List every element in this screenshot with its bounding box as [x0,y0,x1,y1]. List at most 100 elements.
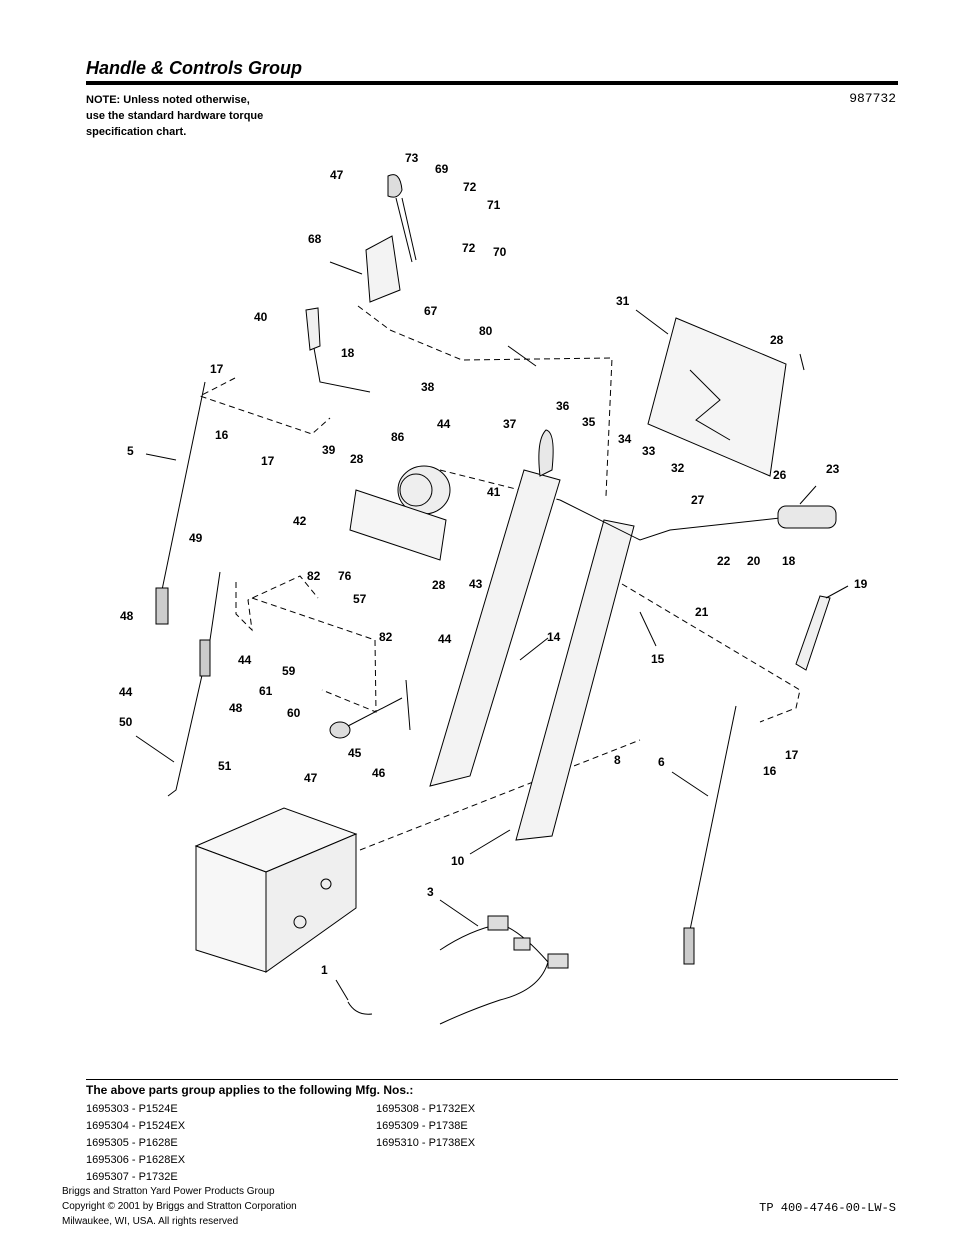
mfg-item: 1695310 - P1738EX [376,1137,476,1149]
callout: 40 [254,310,268,324]
page-title: Handle & Controls Group [86,58,302,78]
mfg-item: 1695307 - P1732E [86,1171,178,1183]
callout: 47 [330,168,344,182]
linkage-rod [167,571,221,797]
leader-lines [135,261,849,1001]
callout: 8 [614,753,621,767]
console-cover [647,317,787,477]
callout: 71 [487,198,501,212]
mfg-item: 1695306 - P1628EX [86,1154,186,1166]
mfg-list-col1: 1695303 - P1524E 1695304 - P1524EX 16953… [86,1101,185,1186]
callout: 41 [487,485,501,499]
callout: 67 [424,304,438,318]
callout: 45 [348,746,362,760]
callout: 1 [321,963,328,977]
callout: 50 [119,715,133,729]
shift-lever [365,174,417,303]
torque-note: NOTE: Unless noted otherwise, use the st… [86,92,346,140]
callout: 28 [432,578,446,592]
callout: 80 [479,324,493,338]
callout: 82 [307,569,321,583]
control-rod [155,381,206,625]
footer-rule [86,1079,898,1080]
callout: 39 [322,443,336,457]
drive-lever [795,595,831,671]
cable [683,705,737,965]
note-line: NOTE: Unless noted otherwise, [86,94,250,106]
callout: 44 [238,653,252,667]
mfg-item: 1695303 - P1524E [86,1103,178,1115]
handle-frame [429,429,837,841]
callout: 35 [582,415,596,429]
callout: 28 [770,333,784,347]
dash-panel [349,489,447,561]
callout: 18 [782,554,796,568]
callout: 86 [391,430,405,444]
callout: 15 [651,652,665,666]
callout: 57 [353,592,367,606]
shift-rod [329,679,411,739]
callout: 21 [695,605,709,619]
callout: 19 [854,577,868,591]
copyright-line: Copyright © 2001 by Briggs and Stratton … [62,1201,297,1212]
callout: 31 [616,294,630,308]
callout: 3 [427,885,434,899]
callout: 28 [350,452,364,466]
callout: 38 [421,380,435,394]
housing [194,807,358,973]
callout: 36 [556,399,570,413]
callout: 69 [435,162,449,176]
callout: 73 [405,151,419,165]
copyright-line: Briggs and Stratton Yard Power Products … [62,1186,275,1197]
callout-labels: 47 73 69 72 71 68 72 70 67 40 18 80 31 2… [119,151,868,977]
callout: 17 [785,748,799,762]
callout: 14 [547,630,561,644]
copyright-line: Milwaukee, WI, USA. All rights reserved [62,1216,239,1227]
mfg-item: 1695309 - P1738E [376,1120,468,1132]
callout: 70 [493,245,507,259]
callout: 44 [438,632,452,646]
callout: 37 [503,417,517,431]
handle-lever [305,307,371,393]
callout: 6 [658,755,665,769]
callout: 10 [451,854,465,868]
note-line: specification chart. [86,126,187,138]
note-line: use the standard hardware torque [86,110,264,122]
callout: 44 [119,685,133,699]
callout: 76 [338,569,352,583]
callout: 26 [773,468,787,482]
callout: 17 [261,454,275,468]
callout: 72 [463,180,477,194]
callout: 17 [210,362,224,376]
callout: 82 [379,630,393,644]
callout: 51 [218,759,232,773]
wiring-harness [439,915,569,1025]
mfg-item: 1695304 - P1524EX [86,1120,186,1132]
callout: 16 [215,428,229,442]
callout: 61 [259,684,273,698]
callout: 5 [127,444,134,458]
callout: 23 [826,462,840,476]
callout: 42 [293,514,307,528]
mfg-list-col2: 1695308 - P1732EX 1695309 - P1738E 16953… [376,1101,475,1152]
callout: 47 [304,771,318,785]
tp-number: TP 400-4746-00-LW-S [759,1201,896,1215]
callout: 43 [469,577,483,591]
mfg-item: 1695305 - P1628E [86,1137,178,1149]
callout: 48 [229,701,243,715]
callout: 27 [691,493,705,507]
callout: 18 [341,346,355,360]
callout: 22 [717,554,731,568]
callout: 34 [618,432,632,446]
applies-heading: The above parts group applies to the fol… [86,1083,414,1097]
callout: 48 [120,609,134,623]
title-rule [86,81,898,85]
callout: 16 [763,764,777,778]
mfg-item: 1695308 - P1732EX [376,1103,476,1115]
callout: 44 [437,417,451,431]
callout: 20 [747,554,761,568]
tie-strap [347,1001,373,1015]
callout: 60 [287,706,301,720]
callout: 33 [642,444,656,458]
